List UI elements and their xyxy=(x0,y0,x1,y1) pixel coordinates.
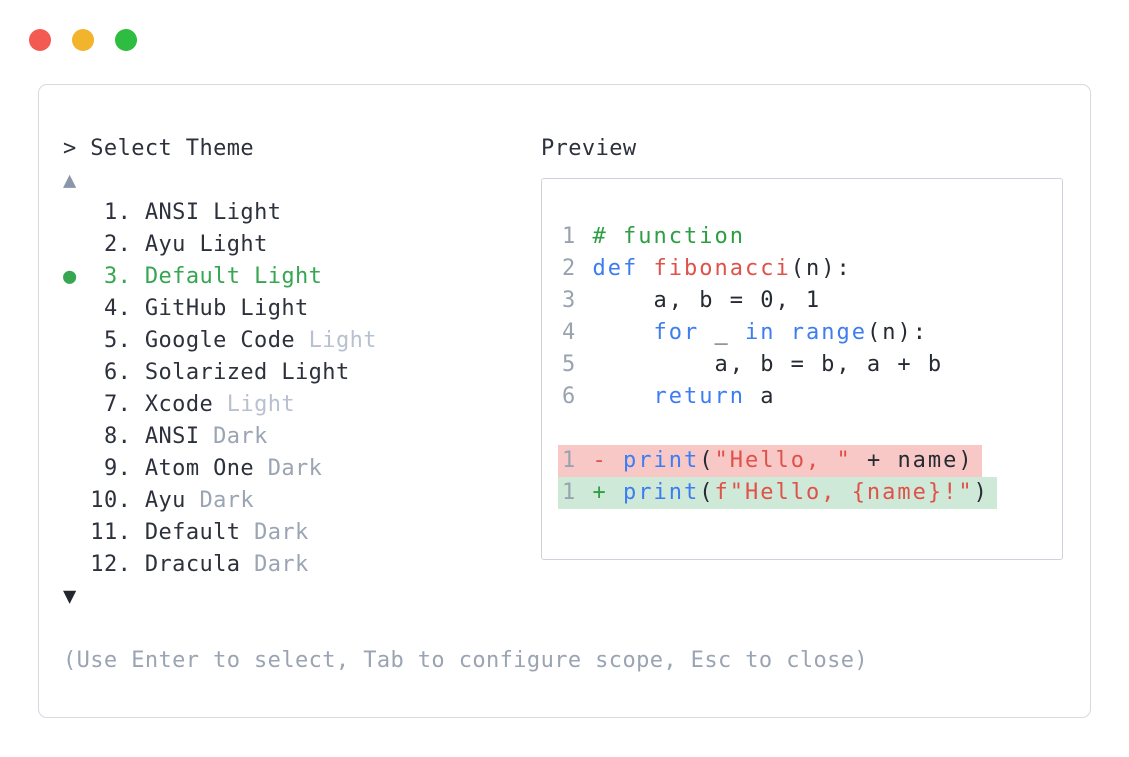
diff-highlight-removed: 1 - print("Hello, " + name) xyxy=(558,445,982,477)
theme-variant: Dark xyxy=(254,520,309,545)
code-line: 1 # function xyxy=(562,224,745,249)
keyboard-hint: (Use Enter to select, Tab to configure s… xyxy=(63,648,869,673)
theme-name: Solarized xyxy=(144,360,268,385)
line-number: 4 xyxy=(562,320,593,345)
selected-dot-icon: ● xyxy=(63,264,91,289)
theme-name: Xcode xyxy=(144,392,214,417)
plus-sign: + xyxy=(592,480,623,505)
theme-number: 5. xyxy=(90,328,145,353)
line-number: 5 xyxy=(562,352,593,377)
theme-name: Default xyxy=(144,520,241,545)
code-line: 2 def fibonacci(n): xyxy=(562,256,852,281)
close-button[interactable] xyxy=(29,29,51,51)
line-number: 6 xyxy=(562,384,593,409)
theme-number: 8. xyxy=(90,424,145,449)
line-number: 3 xyxy=(562,288,593,313)
theme-option-ayu-dark[interactable]: 10. Ayu Dark xyxy=(63,485,541,517)
theme-variant: Dark xyxy=(213,424,268,449)
keyword-token: in xyxy=(744,320,776,345)
theme-variant: Dark xyxy=(199,488,255,513)
theme-variant: Light xyxy=(213,200,282,225)
theme-option-atom-one-dark[interactable]: 9. Atom One Dark xyxy=(63,453,541,485)
line-number: 2 xyxy=(562,256,593,281)
theme-option-github-light[interactable]: 4. GitHub Light xyxy=(63,293,541,325)
window-controls xyxy=(0,0,1129,51)
code-line: 4 for _ in range(n): xyxy=(562,320,928,345)
theme-name: Ayu xyxy=(144,232,186,257)
keyword-token: def xyxy=(592,256,639,281)
theme-variant: Light xyxy=(226,392,296,417)
theme-variant: Light xyxy=(254,264,323,289)
code-line: 3 a, b = 0, 1 xyxy=(562,288,822,313)
theme-option-solarized-light[interactable]: 6. Solarized Light xyxy=(63,357,541,389)
theme-variant: Dark xyxy=(254,552,309,577)
theme-variant: Light xyxy=(199,232,268,257)
code-line: 5 a, b = b, a + b xyxy=(562,352,944,377)
theme-number: 9. xyxy=(90,456,145,481)
line-number: 1 xyxy=(562,448,593,473)
theme-number: 4. xyxy=(90,296,145,321)
theme-option-default-dark[interactable]: 11. Default Dark xyxy=(63,517,541,549)
theme-option-ansi-dark[interactable]: 8. ANSI Dark xyxy=(63,421,541,453)
preview-code-box: 1 # function 2 def fibonacci(n): 3 a, b = … xyxy=(541,178,1063,560)
theme-name: GitHub xyxy=(144,296,227,321)
keyword-token: for xyxy=(653,320,700,345)
theme-number: 2. xyxy=(90,232,145,257)
theme-variant: Dark xyxy=(267,456,323,481)
zoom-button[interactable] xyxy=(115,29,137,51)
theme-option-xcode-light[interactable]: 7. Xcode Light xyxy=(63,389,541,421)
theme-number: 7. xyxy=(90,392,145,417)
blank-line xyxy=(562,413,1062,445)
theme-name: Atom One xyxy=(144,456,255,481)
keyword-token: print xyxy=(623,448,700,473)
keyword-token: return xyxy=(653,384,745,409)
theme-number: 1. xyxy=(90,200,145,225)
preview-panel: Preview 1 # function 2 def fibonacci(n): 3… xyxy=(541,133,1066,560)
theme-option-ansi-light[interactable]: 1. ANSI Light xyxy=(63,197,541,229)
theme-variant: Light xyxy=(240,296,309,321)
theme-list: 1. ANSI Light 2. Ayu Light● 3. Default L… xyxy=(63,197,541,581)
theme-option-default-light[interactable]: ● 3. Default Light xyxy=(63,261,541,293)
keyword-token: range xyxy=(790,320,867,345)
diff-highlight-added: 1 + print(f"Hello, {name}!") xyxy=(558,477,997,509)
theme-name: Default xyxy=(144,264,241,289)
scroll-up-icon[interactable]: ▲ xyxy=(63,168,77,193)
theme-name: Ayu xyxy=(144,488,186,513)
theme-variant: Light xyxy=(308,328,377,353)
theme-name: ANSI xyxy=(144,200,200,225)
keyword-token: print xyxy=(623,480,700,505)
content-columns: > Select Theme ▲ 1. ANSI Light 2. Ayu Li… xyxy=(63,133,1066,613)
preview-title: Preview xyxy=(541,136,637,161)
theme-name: Google Code xyxy=(144,328,295,353)
line-number: 1 xyxy=(562,480,593,505)
theme-number: 3. xyxy=(90,264,145,289)
theme-number: 11. xyxy=(90,520,145,545)
theme-variant: Light xyxy=(281,360,350,385)
line-number: 1 xyxy=(562,224,593,249)
theme-list-panel: > Select Theme ▲ 1. ANSI Light 2. Ayu Li… xyxy=(63,133,541,613)
code-line: 6 return a xyxy=(562,384,776,409)
theme-picker-window: > Select Theme ▲ 1. ANSI Light 2. Ayu Li… xyxy=(38,84,1091,718)
minus-sign: - xyxy=(592,448,623,473)
theme-name: ANSI xyxy=(144,424,200,449)
theme-option-google-code-light[interactable]: 5. Google Code Light xyxy=(63,325,541,357)
theme-name: Dracula xyxy=(144,552,241,577)
theme-option-dracula-dark[interactable]: 12. Dracula Dark xyxy=(63,549,541,581)
select-theme-prompt: > Select Theme xyxy=(63,136,255,161)
theme-number: 6. xyxy=(90,360,145,385)
minimize-button[interactable] xyxy=(72,29,94,51)
theme-option-ayu-light[interactable]: 2. Ayu Light xyxy=(63,229,541,261)
theme-number: 12. xyxy=(90,552,145,577)
scroll-down-icon[interactable]: ▼ xyxy=(63,584,77,609)
diff-line-removed: 1 - print("Hello, " + name) xyxy=(558,445,1062,477)
theme-number: 10. xyxy=(90,488,145,513)
diff-line-added: 1 + print(f"Hello, {name}!") xyxy=(558,477,1062,509)
